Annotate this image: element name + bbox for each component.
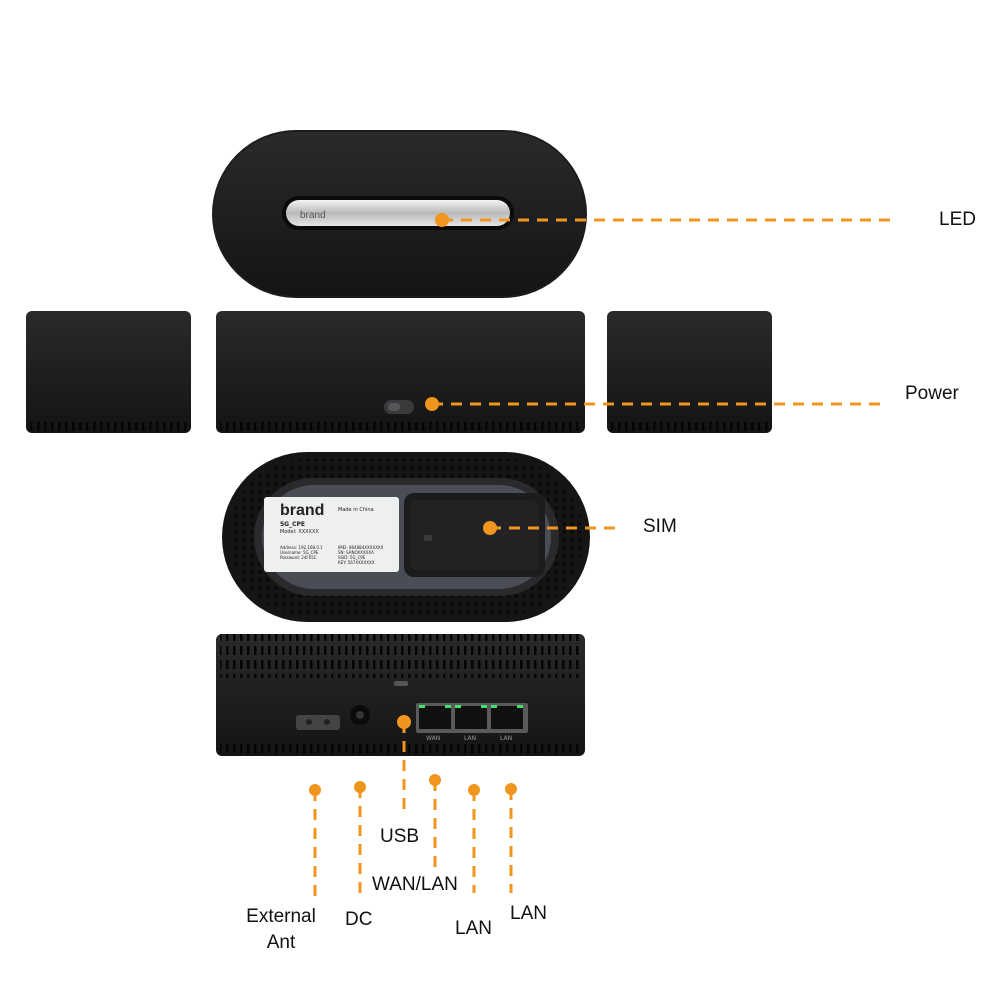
front-view xyxy=(216,311,585,433)
sticker-left-rows: Address: 192.168.0.1 Username: 5G_CPE Pa… xyxy=(280,545,323,560)
sim-dot xyxy=(483,521,497,535)
port-label-lan-2: LAN xyxy=(500,735,513,742)
lan-port-2 xyxy=(491,706,523,729)
sticker-row: SN: SANOXXXXXA xyxy=(338,550,374,555)
usb-dot xyxy=(397,715,411,729)
wan-lan-dot xyxy=(429,774,441,786)
sticker-row: Password: 24F05C xyxy=(280,555,317,560)
dc-label: DC xyxy=(345,909,373,930)
side-view-right xyxy=(607,311,772,433)
callout-lines xyxy=(313,218,890,900)
led-label: LED xyxy=(939,209,976,230)
lan1-dot xyxy=(468,784,480,796)
lan2-dot xyxy=(505,783,517,795)
sim-label: SIM xyxy=(643,516,677,537)
led-bar xyxy=(286,200,510,226)
dc-dot xyxy=(354,781,366,793)
wan-lan-label: WAN/LAN xyxy=(372,874,458,895)
callout-dots xyxy=(309,213,517,796)
top-logo: brand xyxy=(300,210,326,221)
usb-label: USB xyxy=(380,826,420,847)
sticker-row: Username: 5G_CPE xyxy=(280,550,319,555)
side-view-left xyxy=(26,311,191,433)
label-sticker-text: brand Made in China 5G_CPE Model: XXXXXX… xyxy=(268,500,398,570)
ext-ant-dot xyxy=(309,784,321,796)
lan-label-1: LAN xyxy=(455,918,492,939)
sticker-right-rows: IMEI: 864884XXXXXXX SN: SANOXXXXXA SSID:… xyxy=(338,545,383,565)
external-ant-label: External Ant xyxy=(240,906,322,954)
sticker-model-name: 5G_CPE xyxy=(280,521,305,528)
power-dot xyxy=(425,397,439,411)
sticker-row: IMEI: 864884XXXXXXX xyxy=(338,545,384,550)
sticker-row: KEY: 567XXXXXXX xyxy=(338,560,375,565)
label-sticker xyxy=(264,497,399,572)
sticker-brand: brand xyxy=(280,502,325,519)
lan-port-1 xyxy=(455,706,487,729)
sticker-made-in: Made in China xyxy=(338,507,374,513)
antenna-port-cover xyxy=(296,715,340,730)
external-ant-line2: Ant xyxy=(266,931,296,953)
power-label: Power xyxy=(905,383,959,404)
rear-view xyxy=(216,634,585,756)
bottom-view xyxy=(222,452,590,622)
usb-c-port xyxy=(394,681,408,686)
lan-label-2: LAN xyxy=(510,903,547,924)
external-ant-line1: External xyxy=(246,906,316,927)
wan-port xyxy=(419,706,451,729)
sticker-row: Address: 192.168.0.1 xyxy=(280,545,323,550)
sticker-model-line: Model: XXXXXX xyxy=(280,529,319,535)
top-view: brand xyxy=(212,130,587,298)
port-label-wan: WAN xyxy=(426,735,441,742)
led-dot xyxy=(435,213,449,227)
port-label-lan-1: LAN xyxy=(464,735,477,742)
sticker-row: SSID: 5G_CPE xyxy=(338,555,366,560)
